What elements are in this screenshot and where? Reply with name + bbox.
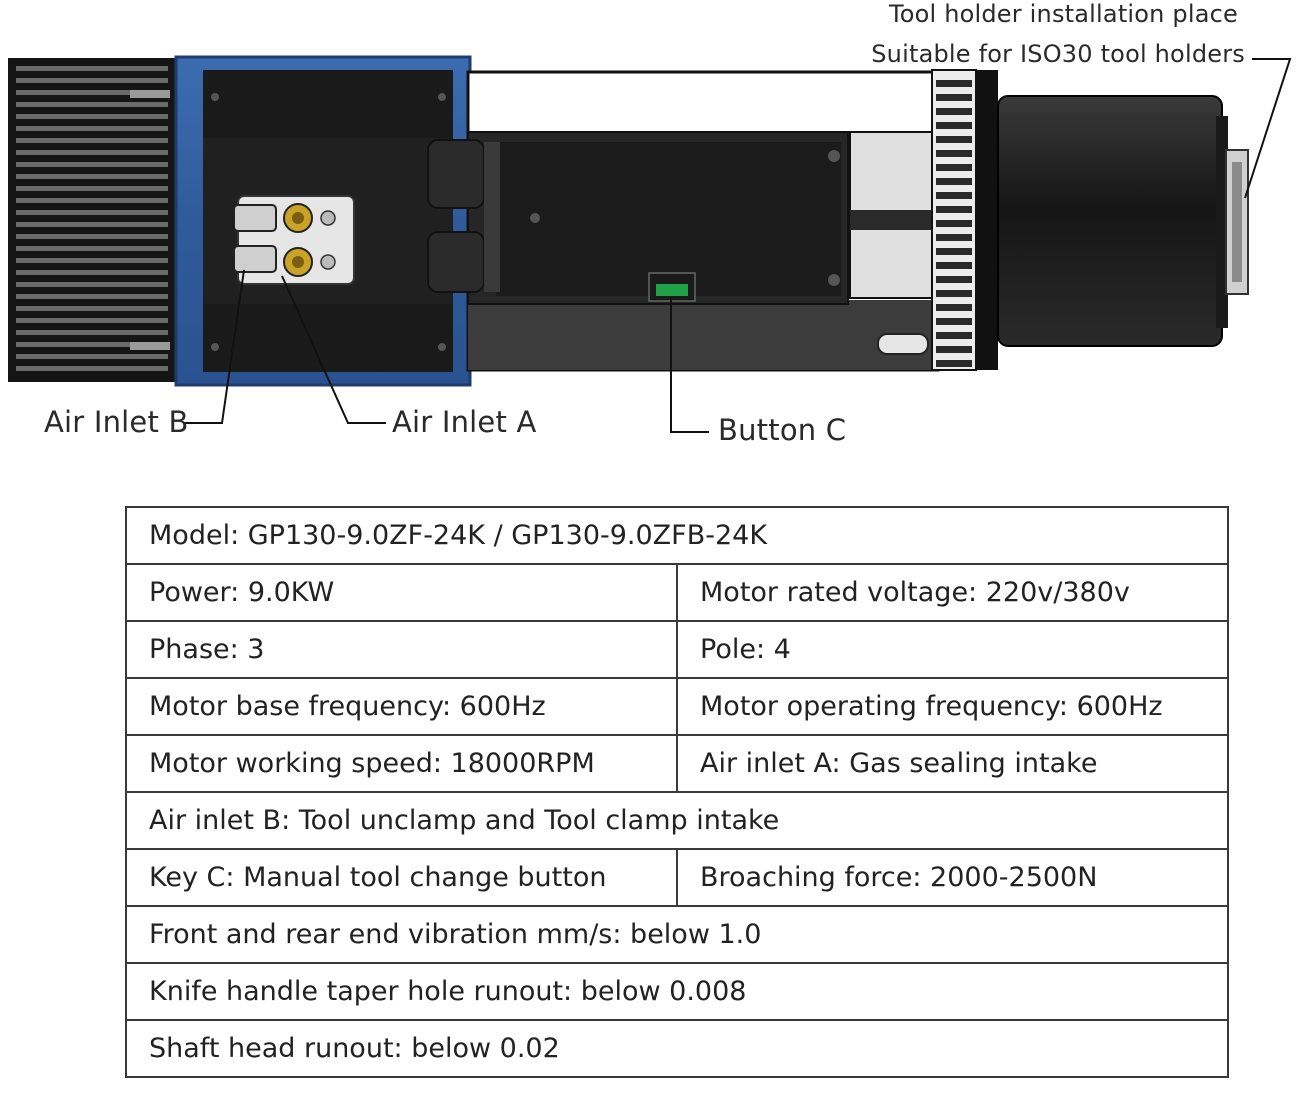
front-ring (931, 69, 998, 371)
cooling-fin (16, 114, 168, 119)
cooling-fin (16, 210, 168, 215)
spec-model: Model: GP130-9.0ZF-24K / GP130-9.0ZFB-24… (124, 506, 1230, 565)
cooling-fin (16, 246, 168, 251)
leader-lines (184, 58, 1292, 433)
table-row: Model: GP130-9.0ZF-24K / GP130-9.0ZFB-24… (124, 506, 1230, 565)
cooling-fin (16, 66, 168, 71)
spec-key-c: Key C: Manual tool change button (125, 848, 678, 907)
cooling-fin (16, 78, 168, 83)
ring-slot (936, 262, 972, 269)
spec-broaching-force: Broaching force: 2000-2500N (675, 848, 1230, 907)
spindle-nose (997, 95, 1249, 347)
cooling-fin (16, 318, 168, 323)
button-c (648, 272, 696, 302)
callout-air-inlet-a: Air Inlet A (392, 405, 537, 439)
spec-voltage: Motor rated voltage: 220v/380v (675, 563, 1230, 622)
ring-slot (936, 332, 972, 339)
cooling-fin (16, 174, 168, 179)
rear-fan-cap (8, 58, 180, 382)
cooling-fin (16, 354, 168, 359)
cooling-fin (16, 102, 168, 107)
cooling-fin (16, 306, 168, 311)
spec-phase: Phase: 3 (125, 620, 678, 679)
table-row: Motor base frequency: 600Hz Motor operat… (125, 677, 1230, 736)
spec-speed: Motor working speed: 18000RPM (125, 734, 678, 793)
cooling-fin (16, 294, 168, 299)
callout-iso30: Suitable for ISO30 tool holders (871, 40, 1245, 68)
cooling-fin (16, 198, 168, 203)
ring-slot (936, 276, 972, 283)
table-row: Phase: 3 Pole: 4 (125, 620, 1230, 679)
table-row: Knife handle taper hole runout: below 0.… (124, 962, 1230, 1021)
callout-button-c: Button C (718, 413, 847, 447)
spec-pole: Pole: 4 (675, 620, 1230, 679)
ring-slot (936, 122, 972, 129)
cooling-fin (16, 330, 168, 335)
table-row: Front and rear end vibration mm/s: below… (124, 905, 1230, 964)
spec-shaft-runout: Shaft head runout: below 0.02 (124, 1019, 1230, 1078)
callout-air-inlet-b: Air Inlet B (44, 405, 189, 439)
spec-air-inlet-b: Air inlet B: Tool unclamp and Tool clamp… (124, 791, 1230, 850)
ring-slot (936, 290, 972, 297)
ring-slot (936, 108, 972, 115)
ring-slot (936, 150, 972, 157)
spec-operating-frequency: Motor operating frequency: 600Hz (675, 677, 1230, 736)
spec-base-frequency: Motor base frequency: 600Hz (125, 677, 678, 736)
ring-slot (936, 136, 972, 143)
cooling-fin (16, 258, 168, 263)
ring-slot (936, 178, 972, 185)
table-row: Key C: Manual tool change button Broachi… (125, 848, 1230, 907)
ring-slot (936, 318, 972, 325)
ring-slot (936, 248, 972, 255)
cooling-fin (16, 138, 168, 143)
ring-slot (936, 164, 972, 171)
cooling-fin (16, 234, 168, 239)
ring-slot (936, 304, 972, 311)
spec-taper-runout: Knife handle taper hole runout: below 0.… (124, 962, 1230, 1021)
ring-slot (936, 80, 972, 87)
leader-air-inlet-a (281, 275, 386, 424)
table-row: Air inlet B: Tool unclamp and Tool clamp… (124, 791, 1230, 850)
spec-vibration: Front and rear end vibration mm/s: below… (124, 905, 1230, 964)
table-row: Power: 9.0KW Motor rated voltage: 220v/3… (125, 563, 1230, 622)
leader-air-inlet-b (184, 269, 245, 424)
cooling-fin (16, 342, 168, 347)
cooling-fin (16, 366, 168, 371)
ring-slot (936, 206, 972, 213)
table-row: Shaft head runout: below 0.02 (124, 1019, 1230, 1078)
ring-slot (936, 346, 972, 353)
cooling-fin (16, 270, 168, 275)
cooling-fin (16, 282, 168, 287)
cooling-fin (16, 150, 168, 155)
ring-slot (936, 94, 972, 101)
cooling-fin (16, 162, 168, 167)
ring-slot (936, 234, 972, 241)
cooling-fin (16, 222, 168, 227)
air-inlet-block (233, 195, 355, 285)
callout-tool-holder-place: Tool holder installation place (888, 0, 1238, 28)
cooling-fin (16, 90, 168, 95)
table-row: Motor working speed: 18000RPM Air inlet … (125, 734, 1230, 793)
ring-slot (936, 360, 972, 367)
spec-table: Model: GP130-9.0ZF-24K / GP130-9.0ZFB-24… (124, 506, 1230, 1078)
spindle-body (427, 70, 960, 372)
cooling-fin (16, 186, 168, 191)
spindle-drawing (8, 55, 1292, 433)
cooling-fin (16, 126, 168, 131)
spec-power: Power: 9.0KW (125, 563, 678, 622)
ring-slot (936, 220, 972, 227)
ring-slot (936, 192, 972, 199)
leader-tool-holder (1244, 58, 1292, 199)
leader-button-c (670, 298, 709, 433)
spec-air-inlet-a: Air inlet A: Gas sealing intake (675, 734, 1230, 793)
